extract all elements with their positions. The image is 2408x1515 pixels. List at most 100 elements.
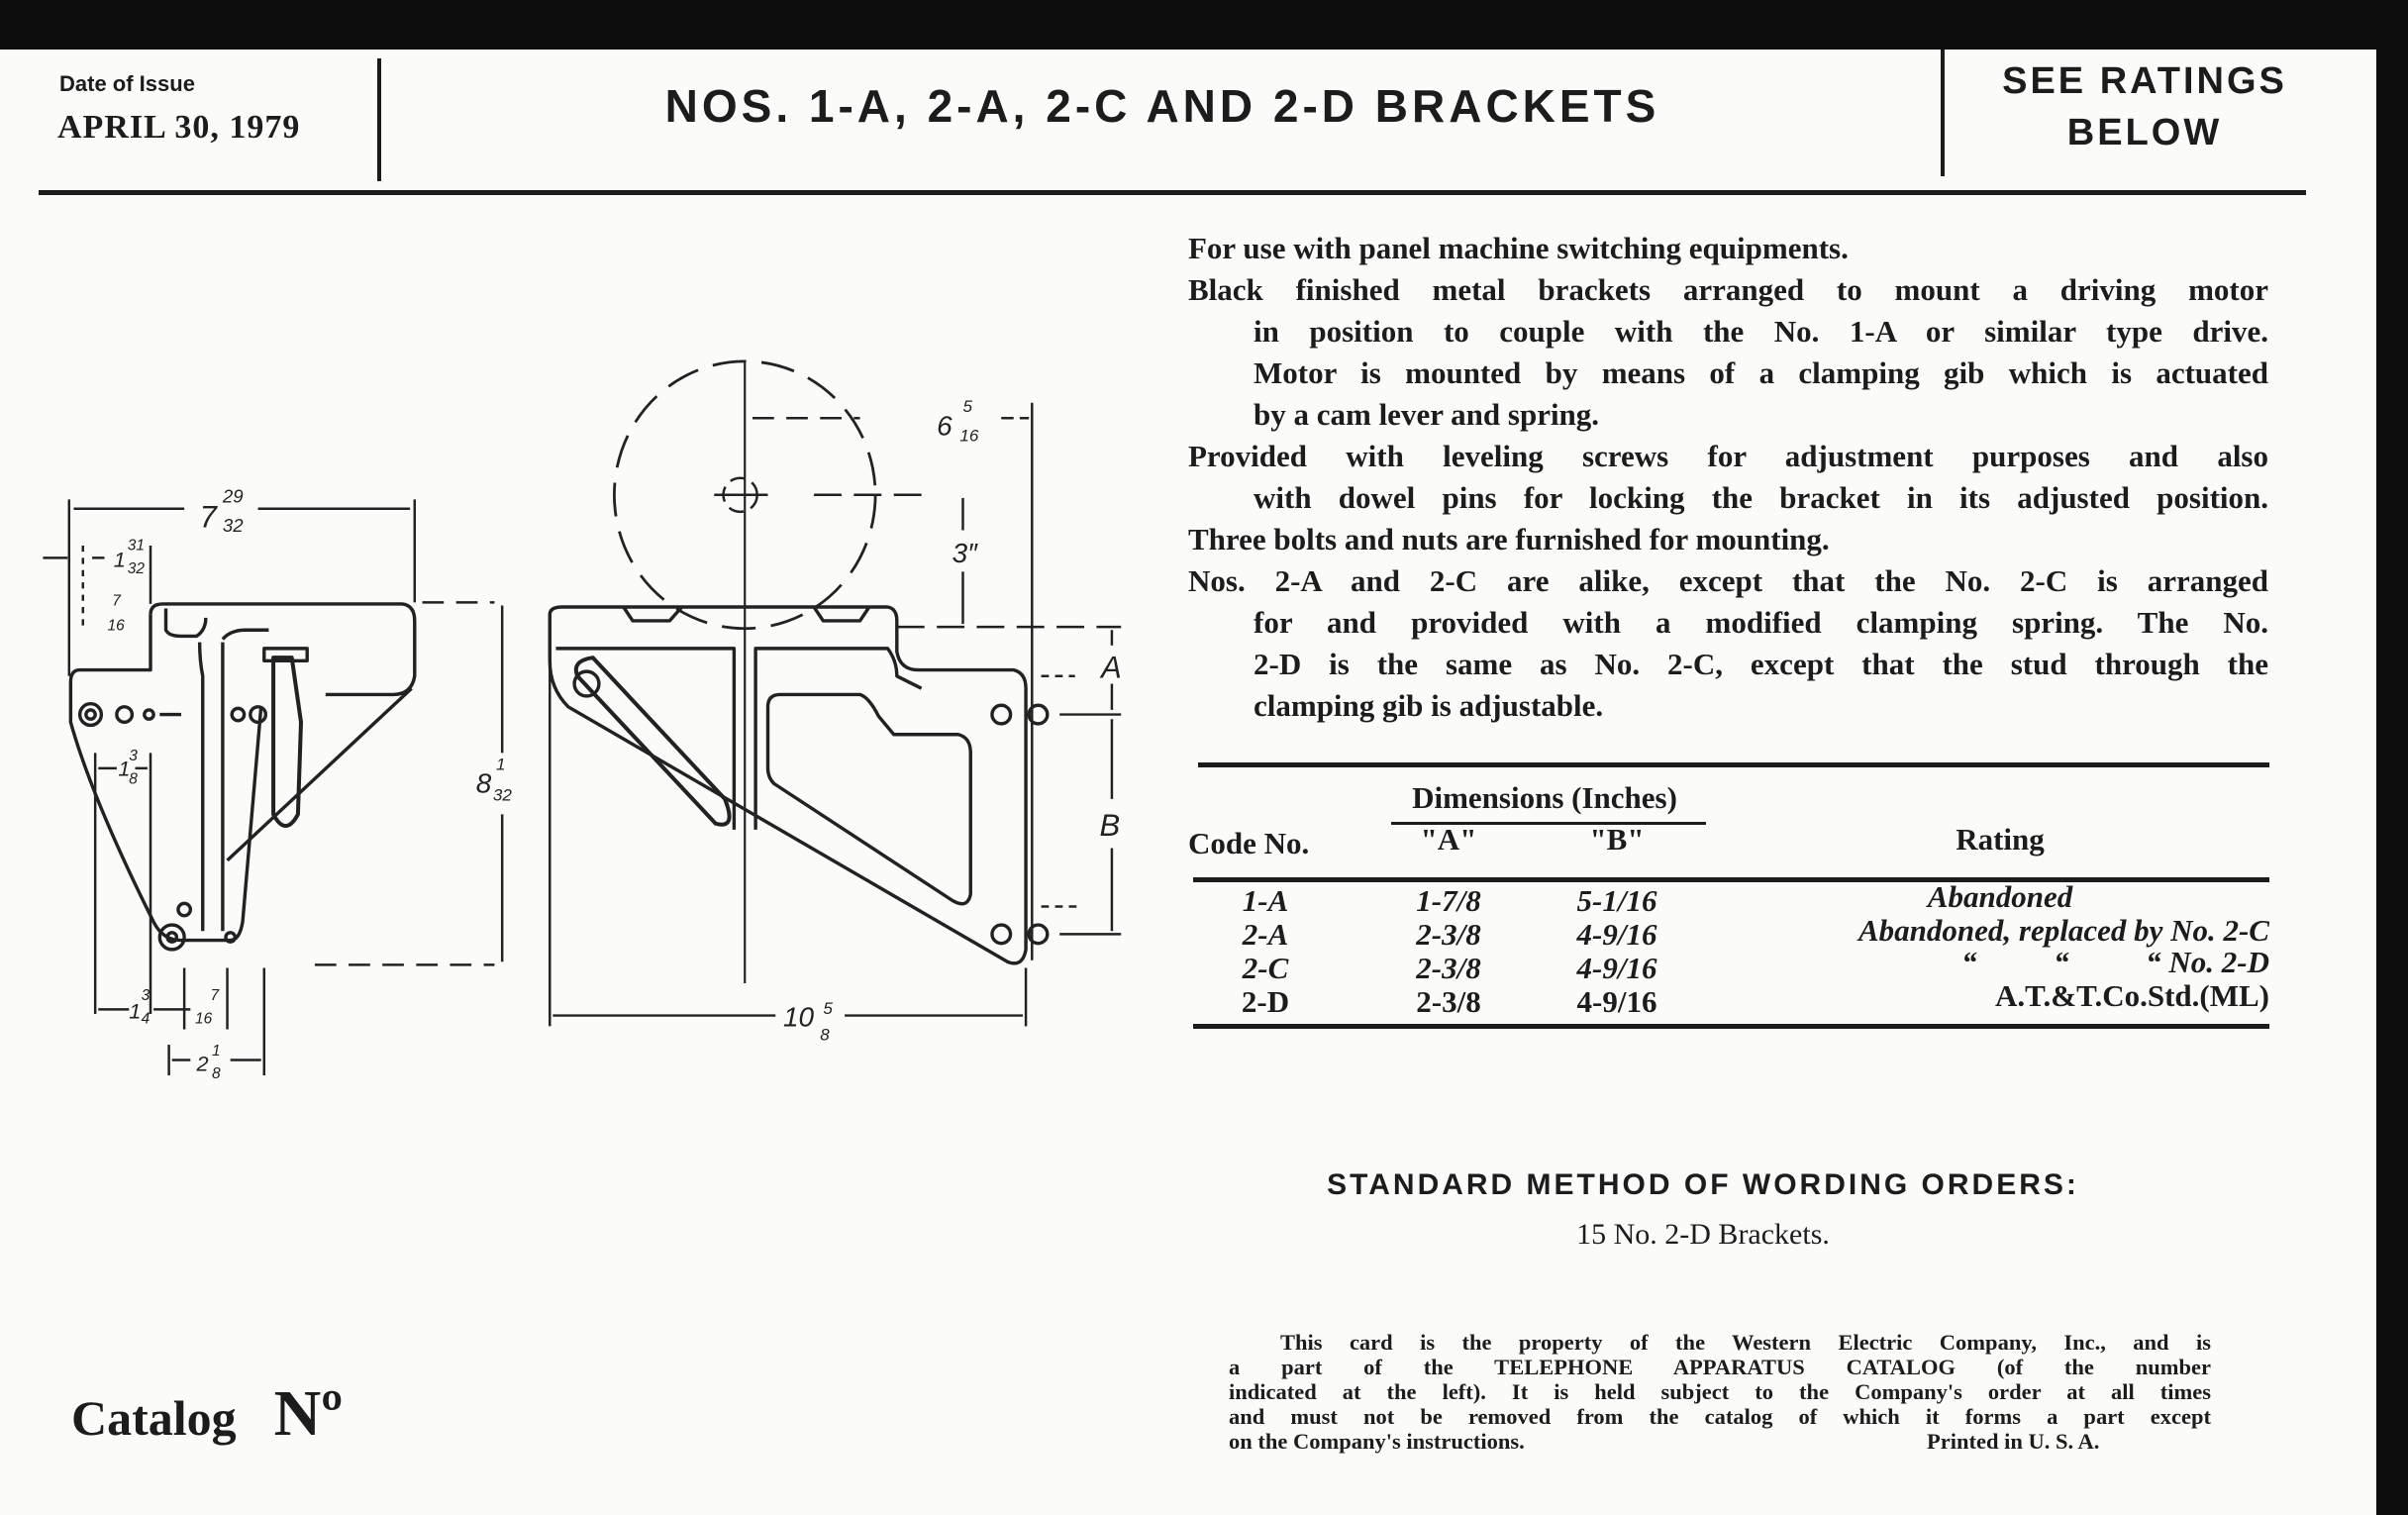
dim-hole-offset: 138	[118, 748, 138, 787]
svg-text:16: 16	[195, 1010, 213, 1027]
ratings-note-line: BELOW	[2066, 112, 2223, 153]
dim-label-a: A	[1099, 650, 1122, 684]
cell-rating: Abandoned, replaced by No. 2-C	[1857, 913, 2269, 948]
ratings-note-line: SEE RATINGS	[2002, 60, 2287, 102]
svg-text:1: 1	[496, 755, 505, 773]
svg-text:5: 5	[823, 999, 833, 1018]
dim-lip: 716	[108, 592, 126, 634]
cell-a: 2-3/8	[1416, 917, 1481, 952]
svg-text:8: 8	[820, 1025, 830, 1044]
fine-print-line: This card is the property of the Western…	[1280, 1330, 2211, 1355]
cell-b: 4-9/16	[1576, 984, 1657, 1019]
header-b: "B"	[1589, 822, 1645, 857]
cell-a: 1-7/8	[1416, 883, 1481, 918]
cell-rating: A.T.&T.Co.Std.(ML)	[1995, 978, 2269, 1013]
left-view-web	[197, 628, 269, 932]
svg-text:16: 16	[108, 617, 126, 634]
cell-rating: Abandoned	[1927, 879, 2073, 914]
cell-b: 5-1/16	[1576, 883, 1657, 918]
description-line: by a cam lever and spring.	[1254, 397, 1600, 432]
ordering-example: 15 No. 2-D Brackets.	[1576, 1218, 1830, 1251]
svg-text:2: 2	[196, 1051, 209, 1075]
svg-text:32: 32	[128, 560, 146, 577]
description-line: Black finished metal brackets arranged t…	[1188, 272, 2268, 307]
catalog-label: Catalog	[71, 1390, 237, 1446]
svg-text:32: 32	[223, 515, 244, 536]
svg-text:8: 8	[476, 768, 492, 799]
left-view-top-plate	[149, 602, 417, 697]
printed-in: Printed in U. S. A.	[1927, 1429, 2100, 1454]
svg-text:1: 1	[114, 548, 126, 572]
cell-code: 2-A	[1242, 917, 1289, 952]
left-view-outline	[68, 614, 263, 943]
description-line: Motor is mounted by means of a clamping …	[1254, 355, 2268, 390]
dim-overall-width: 729 32	[200, 486, 245, 536]
svg-text:10: 10	[783, 1001, 815, 1032]
svg-text:31: 31	[128, 538, 145, 555]
svg-text:1: 1	[212, 1043, 221, 1060]
right-view-inner	[555, 647, 923, 830]
dim-length: 10 5 8	[783, 999, 833, 1044]
left-view-tab	[163, 608, 208, 639]
date-of-issue-value: APRIL 30, 1979	[57, 109, 301, 146]
svg-text:8: 8	[129, 770, 138, 787]
dim-label-b: B	[1100, 808, 1121, 843]
right-view-outline	[548, 605, 1028, 965]
dimensions-underline	[1391, 822, 1706, 825]
dim-base-left: 13 4	[129, 987, 150, 1027]
description-line: 2-D is the same as No. 2-C, except that …	[1254, 647, 2268, 681]
header-divider-left	[377, 58, 381, 181]
svg-text:1: 1	[118, 757, 130, 781]
cell-b: 4-9/16	[1576, 951, 1657, 985]
left-dimension-lines	[43, 499, 504, 1076]
svg-text:3: 3	[142, 987, 150, 1004]
cell-a: 2-3/8	[1416, 984, 1481, 1019]
lever-pivot	[572, 669, 601, 698]
fine-print-line: a part of the TELEPHONE APPARATUS CATALO…	[1229, 1355, 2211, 1379]
svg-text:1: 1	[129, 999, 141, 1024]
svg-text:29: 29	[222, 486, 244, 507]
header-rule	[39, 190, 2306, 195]
date-of-issue-label: Date of Issue	[59, 71, 195, 96]
fine-print: This card is the property of the Western…	[1229, 1330, 2211, 1454]
description-line: in position to couple with the No. 1-A o…	[1254, 314, 2268, 349]
svg-text:7: 7	[112, 592, 122, 609]
header-code: Code No.	[1188, 826, 1310, 860]
header-a: "A"	[1420, 822, 1477, 857]
left-view-brace	[226, 686, 413, 862]
svg-text:4: 4	[142, 1010, 150, 1027]
cell-code: 2-C	[1242, 951, 1289, 985]
description-line: clamping gib is adjustable.	[1254, 688, 1604, 723]
description-line: Provided with leveling screws for adjust…	[1188, 439, 2268, 473]
fine-print-line: indicated at the left). It is held subje…	[1229, 1379, 2211, 1404]
description-line: Nos. 2-A and 2-C are alike, except that …	[1188, 563, 2268, 598]
dim-shaft-height: 3″	[953, 538, 979, 568]
svg-text:32: 32	[493, 785, 512, 804]
cell-b: 4-9/16	[1576, 917, 1657, 952]
motor-feet	[622, 605, 871, 623]
cell-code: 1-A	[1242, 883, 1289, 918]
nuts-left	[77, 702, 268, 952]
cell-a: 2-3/8	[1416, 951, 1481, 985]
svg-text:6: 6	[937, 410, 953, 441]
dim-height: 81 32	[476, 755, 513, 804]
table-bottom-rule	[1193, 1024, 2269, 1029]
svg-text:7: 7	[210, 987, 220, 1004]
ratings-note: SEE RATINGS BELOW	[1947, 55, 2343, 158]
description-line: For use with panel machine switching equ…	[1188, 231, 1849, 265]
svg-text:16: 16	[959, 426, 978, 445]
header-rating: Rating	[1956, 822, 2045, 857]
description-line: Three bolts and nuts are furnished for m…	[1188, 522, 1830, 556]
dim-base-mid: 716	[195, 987, 221, 1027]
cam-lever-right	[573, 656, 732, 827]
svg-text:7: 7	[200, 499, 219, 534]
dimensions-group-header: Dimensions (Inches)	[1412, 780, 1677, 815]
table-header-rule	[1193, 877, 2269, 882]
spring-cap	[262, 647, 309, 662]
fine-print-line: and must not be removed from the catalog…	[1229, 1404, 2211, 1429]
svg-text:8: 8	[212, 1065, 221, 1082]
page-title: NOS. 1-A, 2-A, 2-C AND 2-D BRACKETS	[664, 80, 1660, 132]
